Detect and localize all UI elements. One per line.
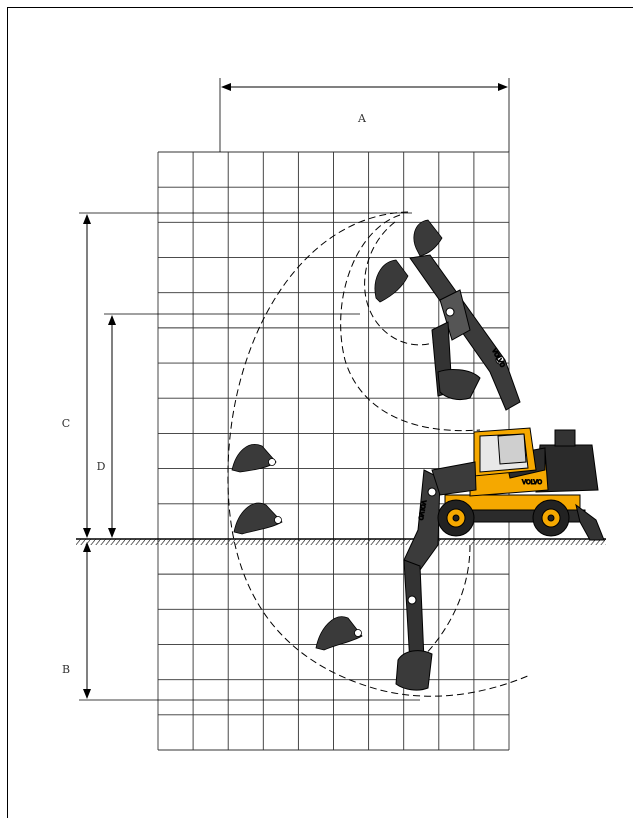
- page-border: [7, 7, 633, 818]
- label-a: A: [357, 112, 367, 125]
- label-d: D: [97, 460, 106, 473]
- dimension-b: B: [62, 542, 420, 701]
- ground-line: [76, 538, 606, 545]
- reference-grid: [157, 151, 510, 751]
- excavator-body: VOLVO: [431, 427, 605, 541]
- body-brand-text: VOLVO: [522, 479, 542, 486]
- reach-envelope: [227, 211, 531, 697]
- dimension-c: C: [62, 212, 412, 538]
- raised-boom-arm: VOLVO: [409, 254, 521, 411]
- label-c: C: [62, 417, 70, 430]
- lowered-boom-arm: VOLVO: [395, 469, 441, 691]
- bucket-positions: [231, 219, 443, 651]
- arm-brand-text: VOLVO: [416, 500, 426, 521]
- dimension-d: D: [97, 313, 360, 538]
- dimension-a: A: [219, 78, 510, 152]
- label-b: B: [62, 663, 70, 676]
